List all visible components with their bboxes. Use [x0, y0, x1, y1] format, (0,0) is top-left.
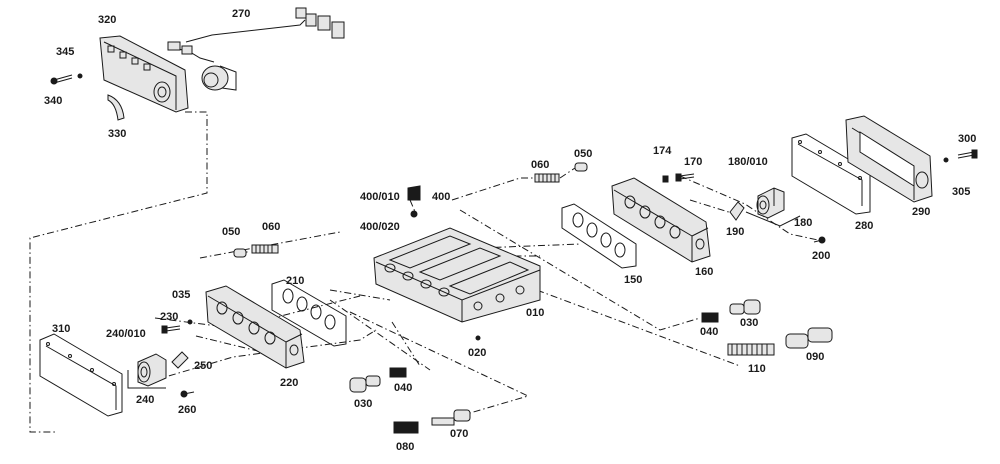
label-040-lower: 040: [394, 382, 413, 394]
part-270-harness: [167, 7, 345, 91]
part-400-020: [410, 210, 418, 218]
label-305: 305: [952, 186, 971, 198]
part-080-spring: [393, 421, 419, 434]
label-340: 340: [44, 95, 63, 107]
part-150-gasket: [561, 203, 637, 269]
label-190: 190: [726, 226, 745, 238]
label-230: 230: [160, 311, 179, 323]
part-070-piston: [431, 409, 471, 426]
label-110: 110: [748, 363, 766, 375]
part-110-spring: [727, 343, 775, 356]
label-030-lower: 030: [354, 398, 373, 410]
label-320: 320: [98, 14, 117, 26]
part-210-gasket: [271, 279, 347, 347]
part-300-screw: [957, 149, 978, 159]
part-220-valve-body: [205, 285, 305, 369]
part-250-clip: [171, 351, 189, 369]
part-180-leader: [745, 211, 801, 227]
part-240-010-solenoid: [137, 353, 167, 387]
label-080: 080: [396, 441, 415, 453]
label-060-left: 060: [262, 221, 281, 233]
label-345: 345: [56, 46, 75, 58]
label-310: 310: [52, 323, 71, 335]
part-174: [662, 175, 669, 183]
label-330: 330: [108, 128, 127, 140]
part-180-010-solenoid: [756, 187, 785, 219]
part-290-cover: [845, 115, 933, 203]
label-400-010: 400/010: [360, 191, 400, 203]
part-320-cover: [99, 35, 189, 113]
label-090: 090: [806, 351, 825, 363]
label-035: 035: [172, 289, 191, 301]
part-260-screw: [180, 390, 195, 398]
label-070: 070: [450, 428, 469, 440]
label-180: 180: [794, 217, 813, 229]
part-170-screw: [675, 173, 695, 182]
label-400-020: 400/020: [360, 221, 400, 233]
label-210: 210: [286, 275, 305, 287]
part-050-piston-top: [574, 162, 588, 172]
part-060-spring-left: [251, 244, 279, 254]
label-220: 220: [280, 377, 299, 389]
label-020: 020: [468, 347, 487, 359]
part-020-ball: [475, 335, 481, 341]
label-250: 250: [194, 360, 213, 372]
label-300: 300: [958, 133, 977, 145]
label-040-right: 040: [700, 326, 719, 338]
label-150: 150: [624, 274, 643, 286]
part-400-010: [407, 185, 421, 201]
label-400: 400: [432, 191, 451, 203]
part-010-housing: [373, 227, 541, 323]
part-050-piston-left: [233, 248, 247, 258]
part-090-piston: [785, 327, 833, 349]
label-200: 200: [812, 250, 831, 262]
label-180-010: 180/010: [728, 156, 768, 168]
label-260: 260: [178, 404, 197, 416]
part-040-spring-lower: [389, 367, 407, 378]
part-340-screw: [50, 73, 83, 85]
part-310-gasket: [39, 333, 123, 417]
part-160-valve-body: [611, 177, 711, 263]
part-330-clip: [107, 94, 125, 121]
part-190-clip: [729, 201, 745, 221]
label-240: 240: [136, 394, 155, 406]
label-050-top: 050: [574, 148, 593, 160]
label-160: 160: [695, 266, 714, 278]
label-050-left: 050: [222, 226, 241, 238]
part-230-screw: [161, 325, 181, 334]
label-060-top: 060: [531, 159, 550, 171]
label-010: 010: [526, 307, 545, 319]
part-035: [187, 319, 193, 325]
part-305-washer: [943, 157, 949, 163]
part-030-piston-right: [729, 299, 761, 315]
label-174: 174: [653, 145, 672, 157]
part-060-spring-top: [534, 173, 560, 183]
part-280-gasket: [791, 133, 871, 215]
part-240-bracket: [127, 370, 166, 389]
label-280: 280: [855, 220, 874, 232]
label-240-010: 240/010: [106, 328, 146, 340]
part-030-piston-lower: [349, 375, 381, 393]
label-170: 170: [684, 156, 703, 168]
part-200-screw: [813, 236, 826, 244]
label-030-right: 030: [740, 317, 759, 329]
label-270: 270: [232, 8, 251, 20]
label-290: 290: [912, 206, 931, 218]
part-040-spring-right: [701, 312, 719, 323]
